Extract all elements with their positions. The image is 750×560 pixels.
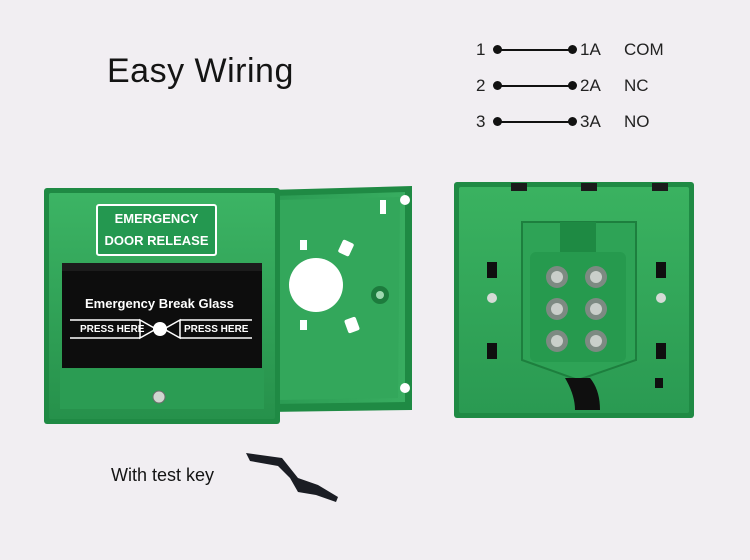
rear-view: [454, 182, 694, 418]
press-here-left: PRESS HERE: [80, 324, 145, 335]
label-plate: [96, 204, 217, 256]
wiring-diagram: 1 1A COM 2 2A NC 3 3A NO: [470, 36, 730, 146]
wire-line: [498, 85, 572, 87]
terminal-left-label: 2: [476, 76, 486, 95]
break-glass-text: Emergency Break Glass: [85, 296, 234, 311]
cable-entry-hole: [289, 258, 343, 312]
terminal-function-label: NO: [624, 112, 650, 131]
center-dot: [153, 322, 167, 336]
terminal-dot: [493, 81, 502, 90]
press-here-right: PRESS HERE: [184, 324, 249, 335]
page-title: Easy Wiring: [107, 52, 294, 90]
terminal-right-label: 2A: [580, 76, 601, 95]
terminal-dot: [493, 117, 502, 126]
terminal-dot: [493, 45, 502, 54]
wiring-row-1: 1 1A COM: [470, 36, 730, 66]
wiring-row-2: 2 2A NC: [470, 72, 730, 102]
terminal-right-label: 3A: [580, 112, 601, 131]
test-key: [246, 453, 338, 502]
break-glass: [62, 263, 262, 368]
terminal-dot: [568, 117, 577, 126]
test-key-caption: With test key: [111, 465, 215, 485]
wire-line: [498, 49, 572, 51]
device-label-line2: DOOR RELEASE: [104, 233, 209, 248]
terminal-screws: [546, 266, 607, 352]
terminal-dot: [568, 45, 577, 54]
terminal-right-label: 1A: [580, 40, 601, 59]
terminal-function-label: COM: [624, 40, 664, 59]
cover-screw: [152, 390, 166, 404]
open-backbox: [268, 186, 412, 412]
terminal-left-label: 3: [476, 112, 486, 131]
terminal-left-label: 1: [476, 40, 486, 59]
device-label-line1: EMERGENCY: [114, 211, 199, 226]
terminal-dot: [568, 81, 577, 90]
wire-line: [498, 121, 572, 123]
front-cover: [44, 188, 280, 424]
wiring-row-3: 3 3A NO: [470, 108, 730, 138]
terminal-function-label: NC: [624, 76, 649, 95]
